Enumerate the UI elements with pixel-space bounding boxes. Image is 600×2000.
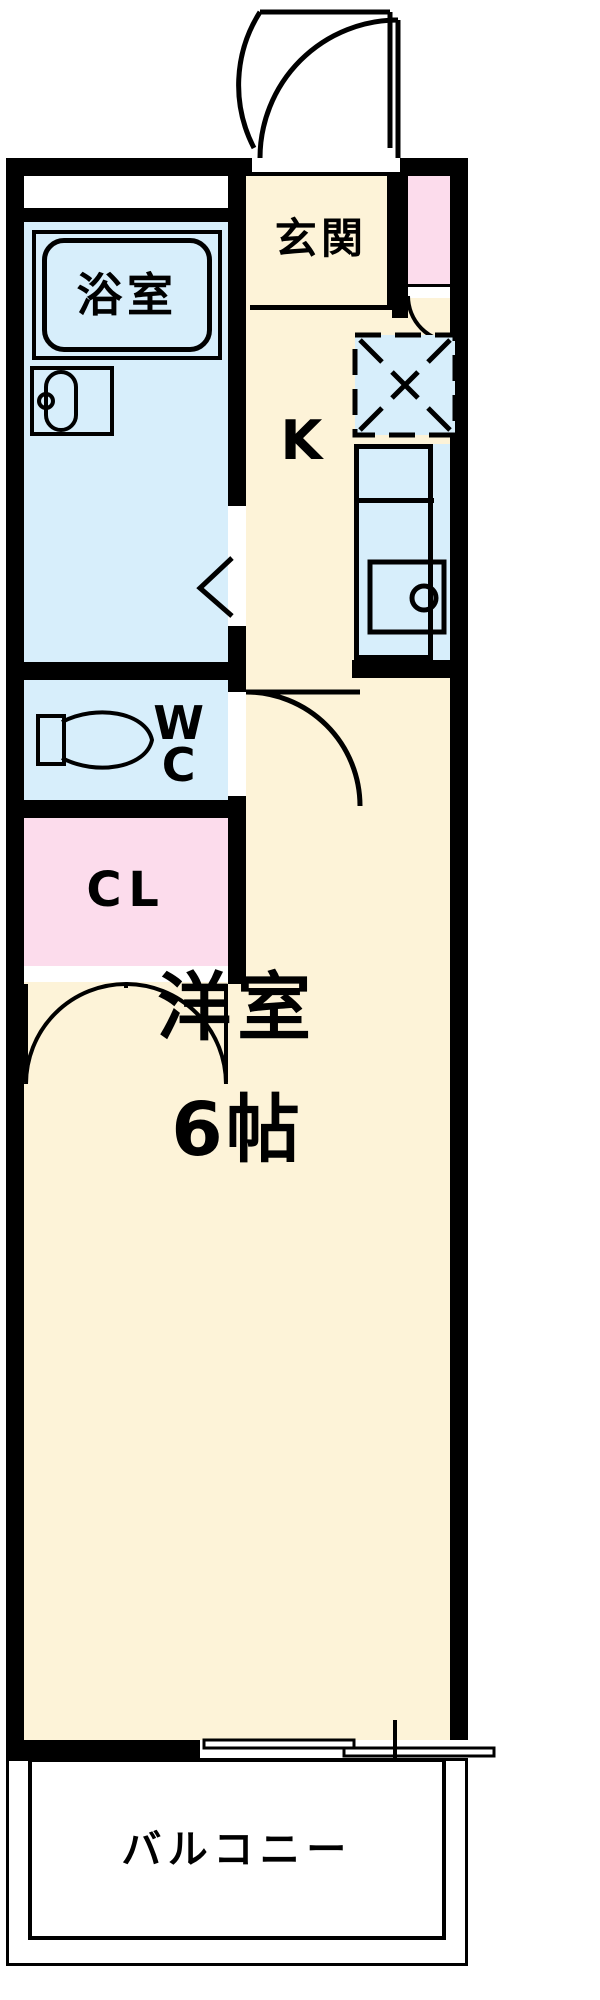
closet-threshold-edge (6, 966, 24, 984)
bathroom-wall-right-lower (228, 626, 246, 662)
toilet-closet-divider-wall (6, 800, 246, 818)
room-balcony-label: バルコニー (121, 1827, 353, 1873)
room-main-size-label: 6帖 (171, 1087, 303, 1173)
room-toilet-fill (24, 680, 228, 800)
shoe-closet-wall-bottom (392, 284, 408, 318)
entrance-door-swing-icon (236, 9, 393, 150)
room-bathroom-label: 浴室 (76, 268, 178, 322)
kitchen-sink-basin-icon (367, 559, 447, 635)
bathtub-icon (32, 230, 222, 360)
room-genkan-label: 玄関 (274, 214, 368, 263)
balcony-sliding-door-icon (202, 1738, 496, 1758)
entrance-threshold (252, 158, 400, 176)
toilet-bowl-icon (36, 710, 155, 770)
wash-basin-icon (37, 370, 78, 432)
exterior-wall-top-left (6, 158, 252, 176)
closet-door-threshold (24, 966, 228, 982)
room-main-label: 洋室 (157, 965, 317, 1051)
bathroom-wall-bottom (6, 662, 246, 680)
toilet-door-swing-icon (245, 689, 363, 807)
bathroom-wall-right (228, 176, 246, 506)
room-bathroom-fill (24, 222, 228, 662)
vanity-counter-icon (30, 366, 114, 436)
bathtub-inner-icon (42, 238, 212, 352)
shoe-closet-wall-left (392, 176, 408, 318)
shoe-closet-door-opening (408, 284, 450, 298)
bathroom-door-opening (228, 506, 246, 626)
bathroom-window-frame-bottom (24, 208, 228, 222)
bathroom-window (24, 176, 228, 208)
toilet-door-opening (228, 692, 246, 796)
room-toilet-label-w: W (153, 696, 207, 750)
bathroom-folding-door-icon (196, 556, 234, 618)
room-closet-label: CL (86, 862, 166, 918)
washing-machine-pan-icon (352, 332, 458, 438)
kitchen-counter-divider (354, 498, 434, 503)
closet-double-door-swing-icon (24, 982, 228, 1085)
shoe-closet-fill (408, 176, 450, 284)
kitchen-wall-bottom (352, 660, 468, 678)
room-kitchen-label: K (280, 409, 326, 472)
room-genkan-fill (250, 176, 392, 310)
entrance-door-arc-icon (257, 17, 401, 159)
exterior-wall-right (450, 158, 468, 1758)
closet-wall-right (228, 818, 246, 984)
room-balcony-inner (28, 1758, 446, 1940)
room-toilet-label-c: C (161, 738, 199, 792)
exterior-wall-left (6, 158, 24, 1758)
room-closet-fill (24, 818, 228, 966)
